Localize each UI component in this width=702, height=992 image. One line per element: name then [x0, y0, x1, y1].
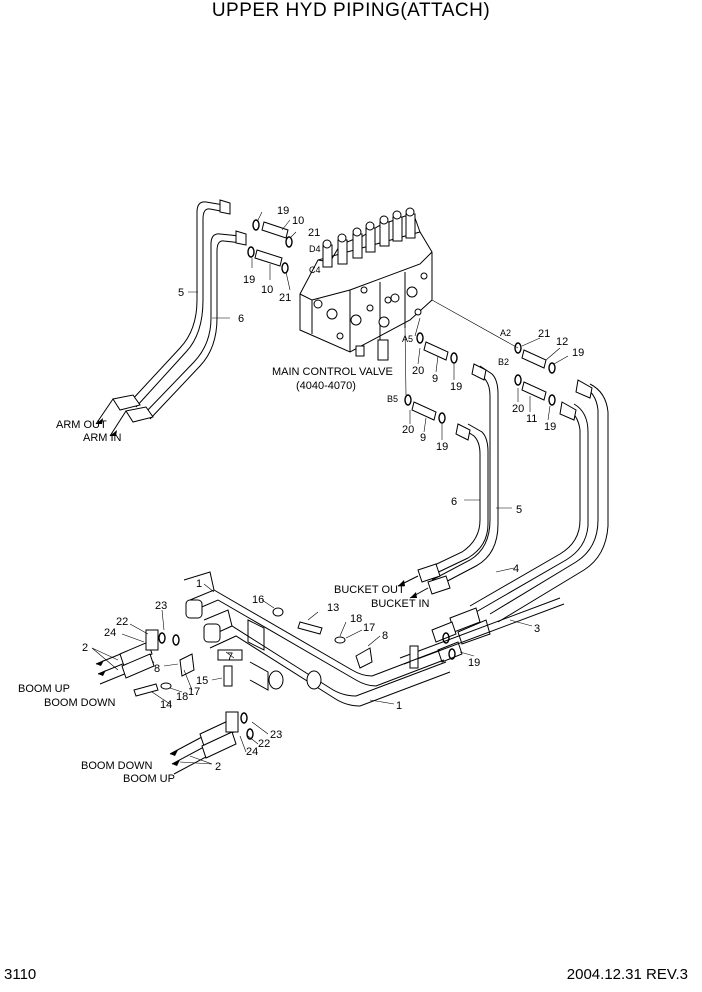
boom-pipes: [183, 571, 451, 707]
part-number: 19: [243, 274, 255, 286]
mcv-label-line1: MAIN CONTROL VALVE: [272, 366, 393, 378]
boom-down-label: BOOM DOWN: [81, 760, 153, 772]
part-number: 6: [238, 313, 244, 325]
port-label: B5: [387, 394, 398, 404]
page-title: UPPER HYD PIPING(ATTACH): [211, 0, 491, 21]
arm-out-label: ARM OUT: [56, 419, 107, 431]
part-number: 18: [176, 691, 188, 703]
mcv-label-line2: (4040-4070): [296, 380, 356, 392]
part-number: 9: [420, 432, 426, 444]
part-number: 5: [178, 287, 184, 299]
part-number: 23: [270, 729, 282, 741]
boom-up-label: BOOM UP: [18, 683, 70, 695]
part-number: 23: [155, 600, 167, 612]
part-number: 17: [363, 622, 375, 634]
part-number: 10: [261, 284, 273, 296]
part-number: 19: [544, 421, 556, 433]
part-number: 5: [516, 504, 522, 516]
part-number: 3: [534, 623, 540, 635]
part-number: 22: [258, 738, 270, 750]
arm-hoses: [95, 199, 247, 437]
part-number: 21: [538, 328, 550, 340]
callout-labels: MAIN CONTROL VALVE (4040-4070) ARM OUT A…: [18, 205, 584, 785]
port-label: A5: [402, 334, 413, 344]
part-number: 22: [116, 616, 128, 628]
part-number: 10: [292, 215, 304, 227]
part-number: 8: [382, 630, 388, 642]
direction-arrows: [96, 418, 417, 766]
part-number: 20: [402, 424, 414, 436]
main-control-valve: [299, 207, 433, 361]
part-number: 20: [512, 403, 524, 415]
part-number: 14: [160, 699, 172, 711]
part-number: 19: [450, 381, 462, 393]
part-number: 16: [252, 594, 264, 606]
boom-long-hoses: [399, 379, 609, 669]
part-number: 2: [82, 642, 88, 654]
port-label: D4: [309, 244, 321, 254]
part-number: 9: [432, 373, 438, 385]
part-number: 20: [412, 365, 424, 377]
small-parts: [133, 607, 373, 697]
part-number: 19: [572, 347, 584, 359]
part-number: 2: [215, 761, 221, 773]
part-number: 18: [350, 613, 362, 625]
part-number: 6: [451, 496, 457, 508]
part-number: 19: [468, 657, 480, 669]
part-number: 19: [277, 205, 289, 217]
part-number: 7: [227, 651, 233, 663]
bucket-hoses: [397, 363, 499, 599]
part-number: 17: [188, 686, 200, 698]
mcv-right-fittings: [404, 299, 556, 424]
boom-up-label: BOOM UP: [123, 773, 175, 785]
part-number: 1: [396, 700, 402, 712]
mcv-left-fittings: [247, 219, 293, 274]
part-number: 13: [327, 602, 339, 614]
part-number: 15: [196, 675, 208, 687]
date-revision: 2004.12.31 REV.3: [566, 966, 688, 983]
part-number: 24: [104, 627, 116, 639]
leader-lines: [91, 211, 569, 765]
boom-down-label: BOOM DOWN: [44, 697, 116, 709]
arm-in-label: ARM IN: [83, 432, 122, 444]
part-number: 21: [279, 292, 291, 304]
boom-hoses: [95, 629, 254, 775]
part-number: 11: [526, 413, 537, 425]
port-label: C4: [309, 265, 321, 275]
part-number: 4: [513, 563, 519, 575]
port-label: B2: [498, 357, 509, 367]
part-number: 21: [308, 227, 320, 239]
part-number: 1: [196, 578, 202, 590]
part-number: 24: [246, 746, 258, 758]
part-number: 12: [556, 336, 568, 348]
bucket-out-label: BUCKET OUT: [334, 584, 405, 596]
port-label: A2: [500, 328, 511, 338]
bucket-in-label: BUCKET IN: [371, 598, 430, 610]
part-number: 8: [154, 663, 160, 675]
page-number: 3110: [4, 966, 37, 983]
part-number: 19: [436, 441, 448, 453]
